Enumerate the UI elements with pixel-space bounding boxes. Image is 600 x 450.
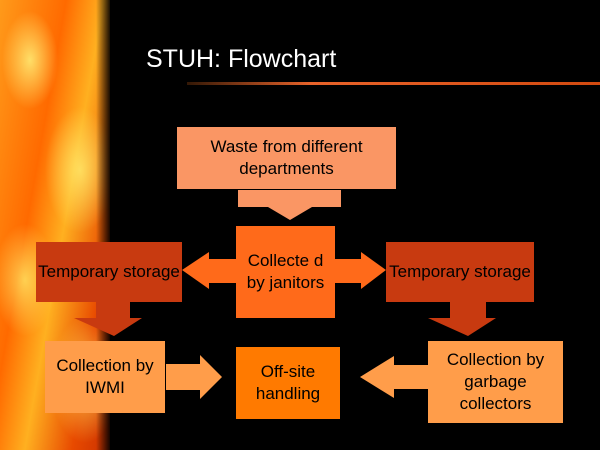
collected-by-janitors-box: Collecte d by janitors [236, 226, 335, 318]
temporary-storage-left-label: Temporary storage [38, 262, 180, 281]
collection-iwmi-box: Collection by IWMI [45, 341, 165, 413]
arrow-right-to-storage [335, 252, 386, 289]
offsite-handling-label: Off-site handling [255, 362, 321, 403]
offsite-handling-box: Off-site handling [236, 347, 340, 419]
collection-garbage-box: Collection by garbage collectors [428, 341, 563, 423]
waste-source-box: Waste from different departments [177, 127, 396, 189]
slide-title: STUH: Flowchart [146, 45, 337, 73]
arrow-down-right-storage [428, 302, 496, 336]
arrow-garbage-to-offsite [360, 356, 428, 398]
arrow-iwmi-to-offsite [166, 355, 222, 399]
collection-iwmi-label: Collection by IWMI [56, 356, 154, 397]
temporary-storage-left-box: Temporary storage [36, 242, 182, 302]
arrow-down-waste [238, 190, 341, 220]
collected-by-janitors-label: Collecte d by janitors [246, 251, 325, 292]
collection-garbage-label: Collection by garbage collectors [446, 350, 545, 413]
temporary-storage-right-box: Temporary storage [386, 242, 534, 302]
arrow-down-left-storage [74, 302, 142, 336]
temporary-storage-right-label: Temporary storage [389, 262, 531, 281]
waste-source-label: Waste from different departments [210, 137, 363, 178]
title-underline [187, 82, 600, 85]
arrow-left-to-storage [182, 252, 236, 289]
